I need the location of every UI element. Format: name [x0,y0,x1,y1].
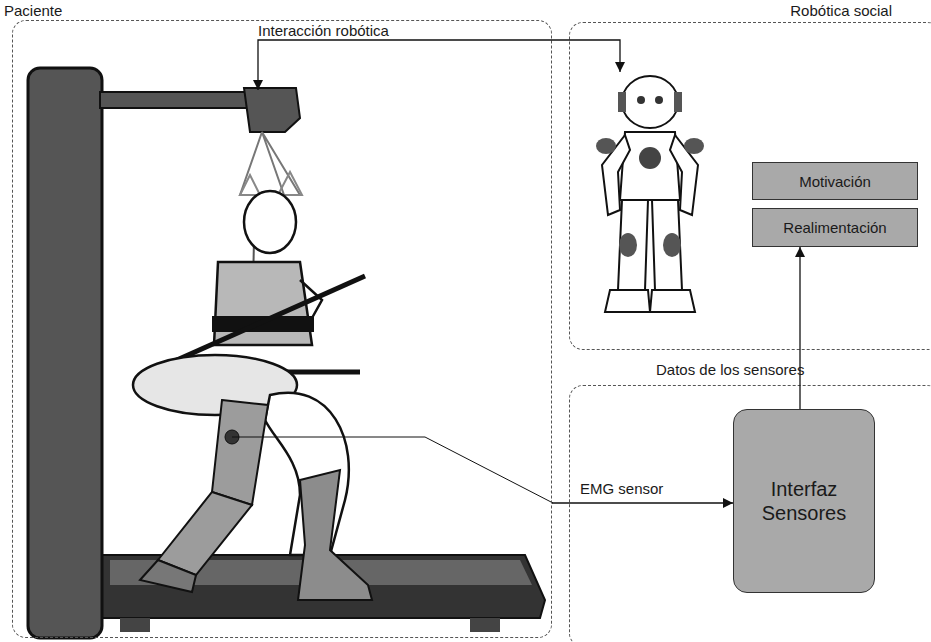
robot-chest [639,147,661,169]
process-box: Realimentación [752,208,918,247]
harness [240,175,260,195]
patient-group: Paciente [12,20,552,638]
group-heading: Datos de los sensores [656,361,804,378]
robot-shoulder [684,138,704,154]
robot-eye [637,96,645,104]
robot-frame [28,68,102,638]
robot-ear [618,92,626,112]
lokomat-illustration [28,68,553,638]
box-label: Realimentación [783,219,886,236]
group-heading: Robótica social [790,2,892,19]
robot-knee [663,233,681,257]
connector-arrow [258,40,620,90]
interface-box: Interfaz Sensores [733,409,875,593]
exoskeleton-thigh [212,400,268,505]
weight-support-unit [244,88,300,132]
harness-cable [240,132,300,195]
process-box: Motivación [752,162,918,200]
nao-robot [596,76,704,312]
sensor-data-group: Datos de los sensoresInterfaz Sensores [569,385,931,642]
harness [278,172,302,195]
robot-eye [655,96,663,104]
edge-label: EMG sensor [580,480,663,497]
group-heading: Paciente [4,2,62,19]
robot-head [622,76,678,128]
box-label: Interfaz Sensores [744,477,864,525]
robot-foot [650,290,695,312]
robot-ear [674,92,682,112]
robot-shoulder [596,138,616,154]
edge-label: Interacción robótica [258,22,389,39]
patient-head [244,191,296,253]
robot-foot [605,290,650,312]
connector-arrow [552,502,733,503]
treadmill-foot [120,618,150,632]
robot-leg [618,200,648,290]
sensor-wire [232,437,553,503]
patient-foot [140,560,196,592]
social-robotics-group: Robótica socialMotivaciónRealimentación [569,22,931,350]
treadmill-foot [470,618,500,632]
robot-leg [652,200,682,290]
robot-torso [620,132,680,200]
exoskeleton-shin [158,492,252,575]
overhead-arm [100,92,250,108]
robot-knee [619,233,637,257]
box-label: Motivación [799,173,871,190]
exoskeleton-leg [298,470,372,600]
